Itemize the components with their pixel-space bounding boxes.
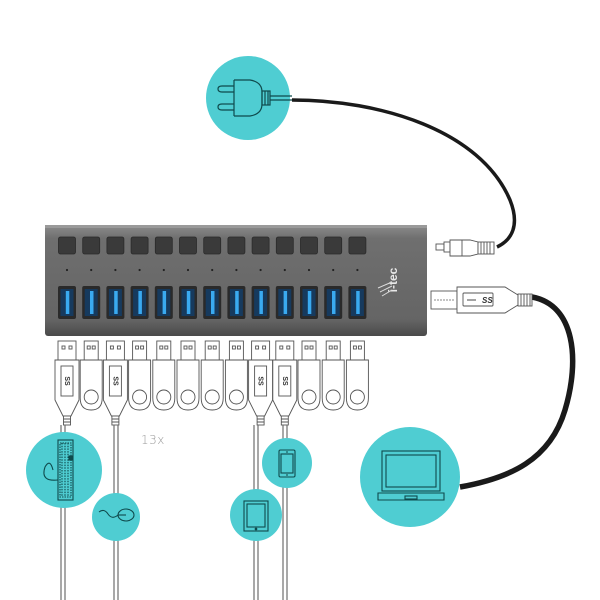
logo-arrow-mark xyxy=(377,281,393,297)
usb-port[interactable] xyxy=(348,286,367,319)
usb-flash-drive xyxy=(345,340,369,411)
usb-flash-drive xyxy=(79,340,103,411)
usb-ss-logo: SS xyxy=(257,376,264,386)
port-led xyxy=(90,268,93,272)
port-led xyxy=(356,268,359,272)
usb-hub: i-tec xyxy=(45,225,427,336)
port-led xyxy=(186,268,190,272)
smartphone-device-circle xyxy=(262,438,312,488)
power-cable xyxy=(291,98,517,249)
power-switch-button[interactable] xyxy=(154,236,173,255)
usb-port[interactable] xyxy=(275,286,294,319)
usb-port[interactable] xyxy=(251,286,270,319)
usb-port[interactable] xyxy=(227,286,246,319)
usb-cable-plug: SS xyxy=(248,340,274,426)
port-led xyxy=(259,268,262,272)
keyboard-icon xyxy=(43,439,74,501)
port-led xyxy=(114,268,117,272)
usb-ss-logo: SS xyxy=(63,376,70,386)
laptop-icon xyxy=(377,450,445,501)
port-led xyxy=(162,268,165,272)
usb-port[interactable] xyxy=(324,286,343,319)
port-leds xyxy=(65,268,359,272)
dc-power-plug xyxy=(435,239,495,257)
power-switch-button[interactable] xyxy=(82,236,101,255)
power-switch-button[interactable] xyxy=(179,236,197,255)
port-led xyxy=(235,268,238,272)
power-switch-button[interactable] xyxy=(106,236,125,255)
usb-cable-plug: SS xyxy=(272,340,298,426)
tablet-device-circle xyxy=(230,489,282,541)
power-switch-button[interactable] xyxy=(227,236,246,255)
usb-flash-drive xyxy=(152,340,176,411)
laptop-device-circle xyxy=(360,427,460,527)
usb-port[interactable] xyxy=(300,286,318,319)
usb-port[interactable] xyxy=(130,286,149,319)
usb-port[interactable] xyxy=(203,286,222,319)
mouse-icon xyxy=(98,508,135,522)
power-plug-icon xyxy=(217,79,292,117)
power-switch-button[interactable] xyxy=(251,236,270,255)
usb-flash-drive xyxy=(224,340,248,411)
power-switch-button[interactable] xyxy=(203,236,222,255)
mouse-device-circle xyxy=(92,493,140,541)
power-switch-button[interactable] xyxy=(58,236,76,255)
power-switch-button[interactable] xyxy=(275,236,294,255)
usb-ports xyxy=(58,286,367,319)
usb-port[interactable] xyxy=(106,286,125,319)
usb-flash-drive xyxy=(200,340,224,411)
usb-flash-drive xyxy=(321,340,345,411)
smartphone-icon xyxy=(278,449,296,478)
brand-logo-text: i-tec xyxy=(386,267,400,292)
usb-port[interactable] xyxy=(154,286,173,319)
upstream-usb-cable xyxy=(459,294,576,490)
usb-port[interactable] xyxy=(82,286,101,319)
power-switch-button[interactable] xyxy=(324,236,343,255)
i-tec-logo: i-tec xyxy=(386,267,400,292)
port-led xyxy=(307,268,311,272)
usb-ss-logo: SS xyxy=(111,376,118,386)
usb-port[interactable] xyxy=(179,286,197,319)
port-led xyxy=(283,268,286,272)
usb-b-logo: SS xyxy=(482,296,493,305)
power-switch-button[interactable] xyxy=(300,236,318,255)
port-led xyxy=(138,268,141,272)
port-led xyxy=(65,268,69,272)
usb-flash-drive xyxy=(176,340,200,411)
connected-plugs: SS SS SS SS xyxy=(54,340,369,426)
port-count-label: 13x xyxy=(141,433,165,447)
usb-cable-plug: SS xyxy=(54,340,80,426)
usb-b-plug: SS xyxy=(430,286,533,314)
tablet-icon xyxy=(243,500,269,532)
usb-port[interactable] xyxy=(58,286,76,319)
power-switch-button[interactable] xyxy=(130,236,149,255)
port-led xyxy=(211,268,214,272)
power-switches xyxy=(58,236,367,255)
usb-ss-logo: SS xyxy=(281,376,288,386)
power-switch-button[interactable] xyxy=(348,236,367,255)
keyboard-device-circle xyxy=(26,432,102,508)
port-led xyxy=(332,268,335,272)
power-adapter-circle xyxy=(206,56,292,140)
usb-flash-drive xyxy=(128,340,152,411)
usb-cable-plug: SS xyxy=(102,340,128,426)
usb-flash-drive xyxy=(297,340,321,411)
